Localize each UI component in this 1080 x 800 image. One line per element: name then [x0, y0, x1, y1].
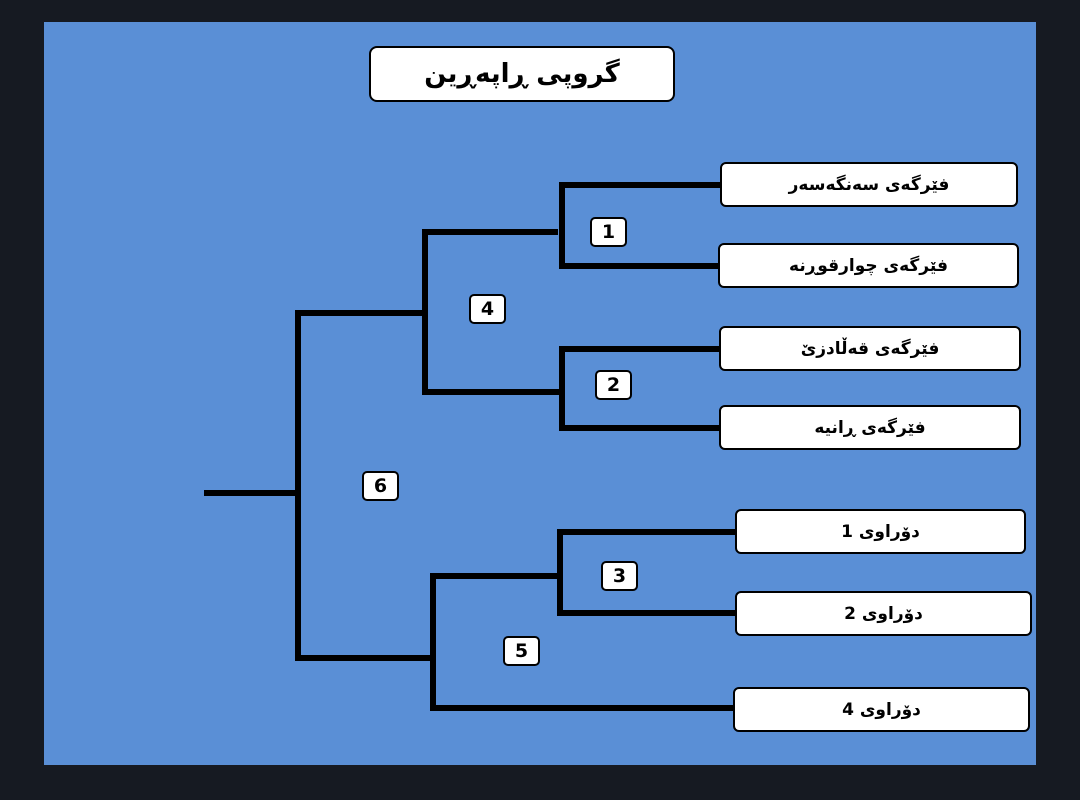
team-slot-4: فێرگەی ڕانیە — [719, 405, 1021, 450]
team-slot-3: فێرگەی قەڵادزێ — [719, 326, 1021, 371]
match-number-6: 6 — [362, 471, 399, 501]
connector-match-1 — [559, 182, 723, 269]
match-number-5: 5 — [503, 636, 540, 666]
team-slot-5: دۆراوی 1 — [735, 509, 1026, 554]
match-number-3: 3 — [601, 561, 638, 591]
team-slot-7: دۆراوی 4 — [733, 687, 1030, 732]
match-number-1: 1 — [590, 217, 627, 247]
match-number-2: 2 — [595, 370, 632, 400]
team-slot-6: دۆراوی 2 — [735, 591, 1032, 636]
match-number-4: 4 — [469, 294, 506, 324]
group-title: گروپی ڕاپەڕین — [369, 46, 675, 102]
connector-match-5 — [430, 573, 736, 711]
team-slot-2: فێرگەی چوارقوڕنە — [718, 243, 1019, 288]
connector-match-2 — [559, 346, 723, 431]
connector-match-3 — [557, 529, 738, 616]
team-slot-1: فێرگەی سەنگەسەر — [720, 162, 1018, 207]
